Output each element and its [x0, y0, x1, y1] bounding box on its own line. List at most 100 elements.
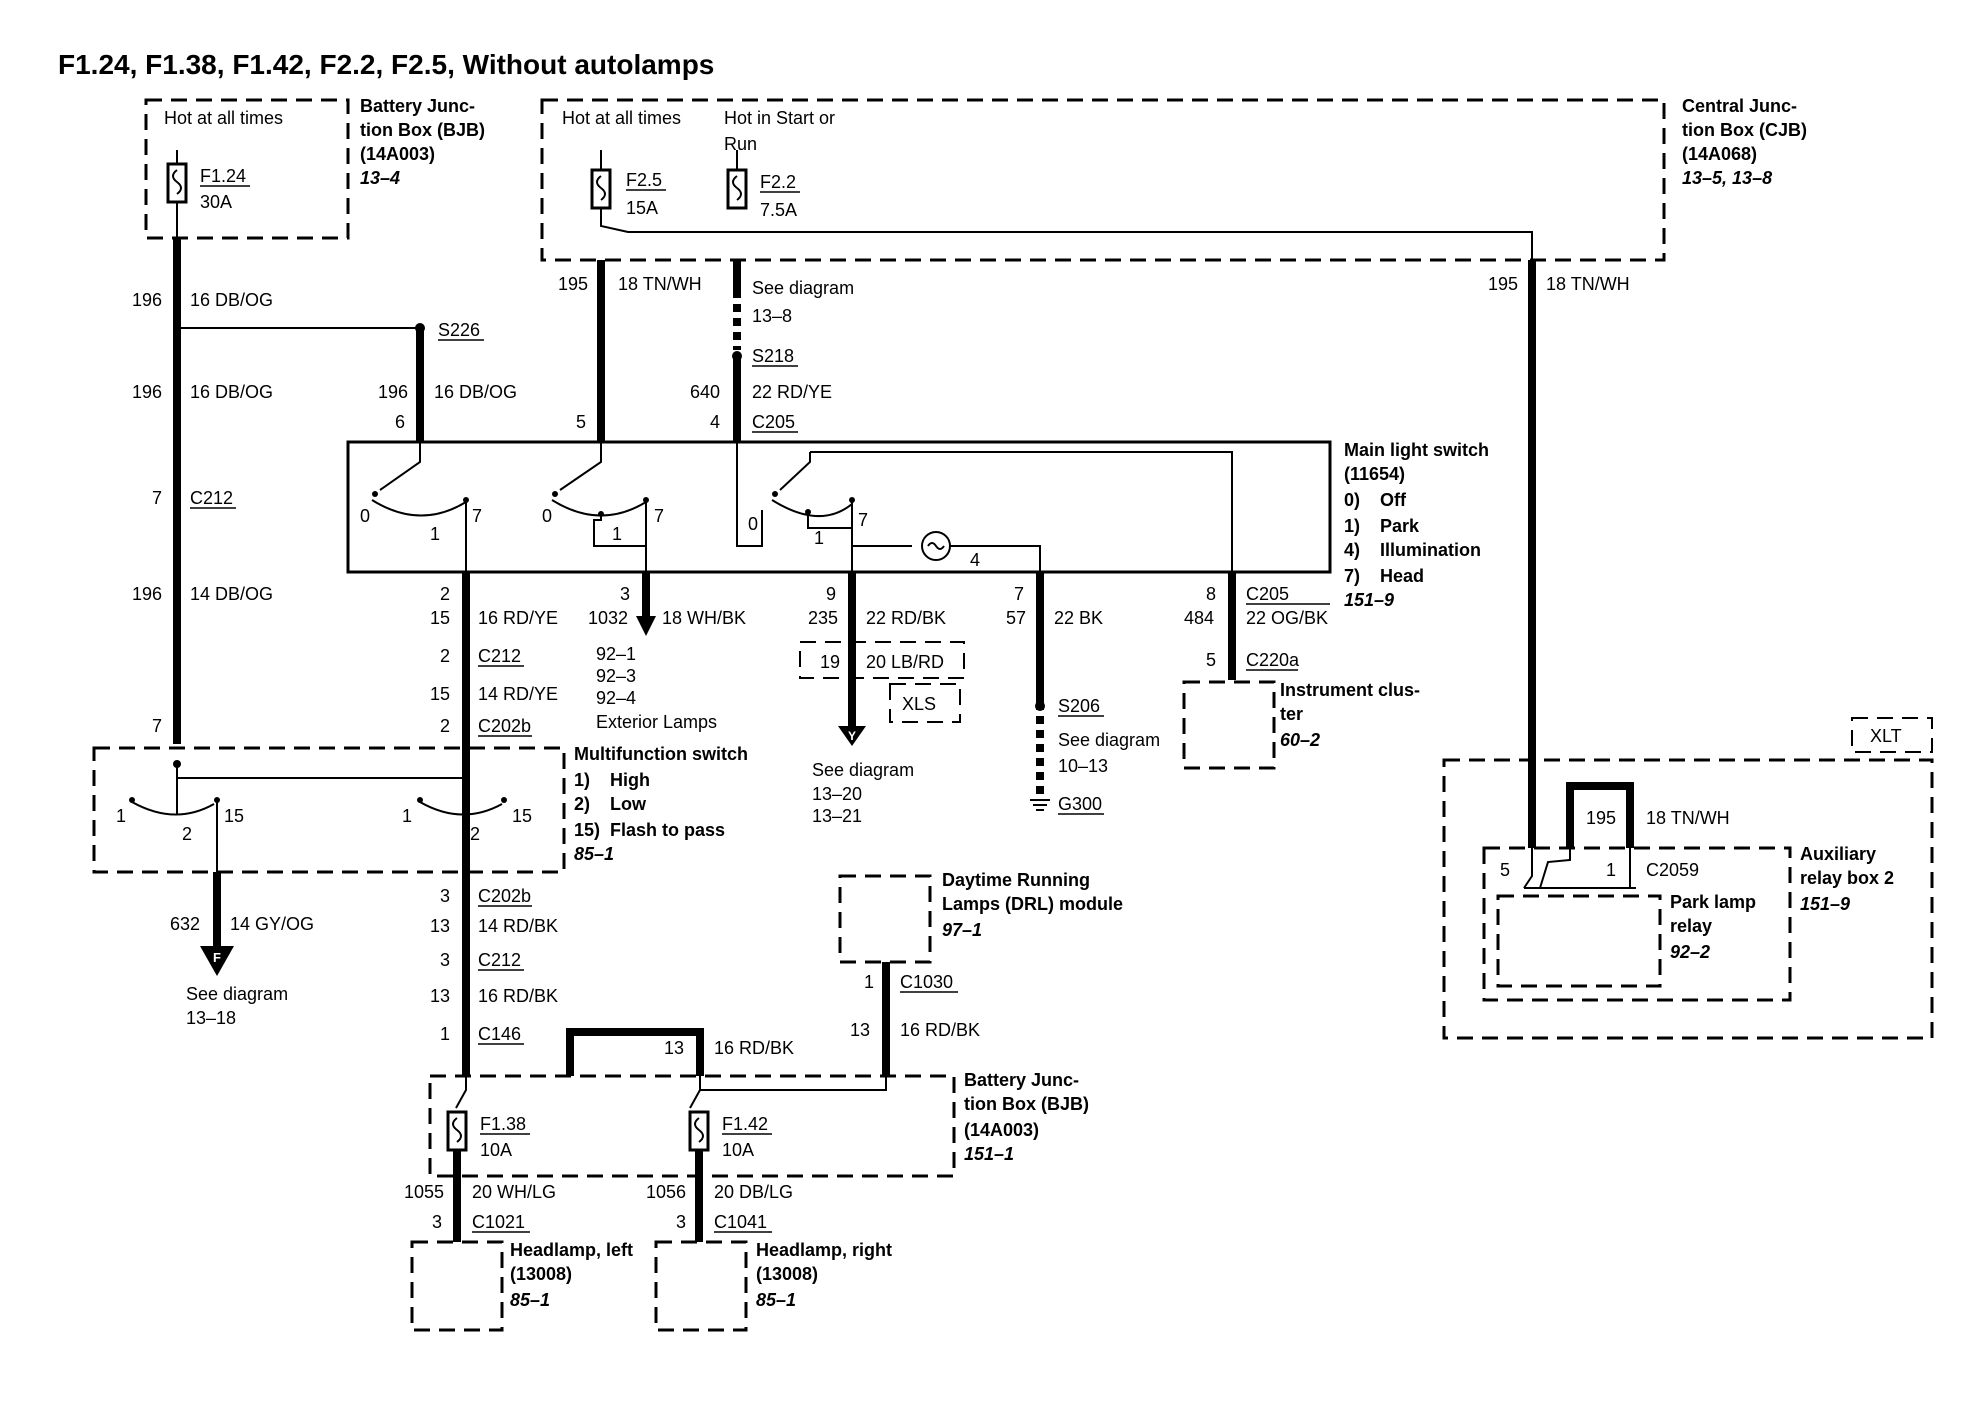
- main-light-switch-box: [346, 440, 1332, 574]
- fuse-f2-2-amp: 7.5A: [760, 200, 797, 220]
- connector-y-letter: Y: [848, 729, 856, 743]
- aux-label-2: relay box 2: [1800, 868, 1894, 888]
- fuse-f1-42-label: F1.42: [722, 1114, 768, 1134]
- wire-195-aux-loop: [1566, 782, 1634, 848]
- w13c-circ: 13: [664, 1038, 684, 1058]
- switch-pos-1-n: 1): [1344, 516, 1360, 536]
- switch-contacts: [371, 442, 1233, 572]
- w13b-circ: 13: [430, 986, 450, 1006]
- xls-box: [889, 683, 961, 723]
- w196a-wire: 16 DB/OG: [190, 290, 273, 310]
- c202b-top-name: C202b: [478, 716, 531, 736]
- mfs-pos-1-t: High: [610, 770, 650, 790]
- switch-label-1: Main light switch: [1344, 440, 1489, 460]
- hl-right-ref: 85–1: [756, 1290, 796, 1310]
- switch-pos-0-n: 0): [1344, 490, 1360, 510]
- hl-right-circ: 1056: [646, 1182, 686, 1202]
- w196b-wire: 16 DB/OG: [190, 382, 273, 402]
- hl-left-label-1: Headlamp, left: [510, 1240, 633, 1260]
- w196c-wire: 16 DB/OG: [434, 382, 517, 402]
- drl-conn-name: C1030: [900, 972, 953, 992]
- fuse-f1-38-amp: 10A: [480, 1140, 512, 1160]
- headlamp-left-box: [410, 1240, 504, 1332]
- o8-circ: 484: [1184, 608, 1214, 628]
- aux-relay-box-2: [1482, 846, 1792, 1002]
- cjb-hot2-1: Hot in Start or: [724, 108, 835, 128]
- switch-ref: 151–9: [1344, 590, 1394, 610]
- fuse-f1-42-icon: [688, 1110, 710, 1152]
- arrow-exterior-lamps-icon: [636, 616, 656, 636]
- hl-left-ref: 85–1: [510, 1290, 550, 1310]
- drl-conn-pin: 1: [864, 972, 874, 992]
- aux-pin5: 5: [1500, 860, 1510, 880]
- w196d-circ: 196: [132, 584, 162, 604]
- mfs-ref: 85–1: [574, 844, 614, 864]
- bjb-bot-label-3: (14A003): [964, 1120, 1039, 1140]
- mfs-pos-15-n: 15): [574, 820, 600, 840]
- mfs-mark-2a: 2: [182, 824, 192, 844]
- sw-mark-7a: 7: [472, 506, 482, 526]
- fuse-f1-24-label: F1.24: [200, 166, 246, 186]
- sw-mark-0b: 0: [542, 506, 552, 526]
- bjb-bot-label-1: Battery Junc-: [964, 1070, 1079, 1090]
- cjb-label-2: tion Box (CJB): [1682, 120, 1807, 140]
- o7-circ: 57: [1006, 608, 1026, 628]
- o3-ref3: 92–4: [596, 688, 636, 708]
- w640-circ: 640: [690, 382, 720, 402]
- drl-wire-name: 16 RD/BK: [900, 1020, 980, 1040]
- o2-wire: 16 RD/YE: [478, 608, 558, 628]
- w15-wire: 14 RD/YE: [478, 684, 558, 704]
- fuse-f2-2-icon: [726, 168, 748, 210]
- mfs-pos-2-n: 2): [574, 794, 590, 814]
- mfs-pos-15-t: Flash to pass: [610, 820, 725, 840]
- relay-label-2: relay: [1670, 916, 1712, 936]
- w632-circ: 632: [170, 914, 200, 934]
- cjb-hot1: Hot at all times: [562, 108, 681, 128]
- xlt-box: [1851, 717, 1933, 753]
- sw-mark-1a: 1: [430, 524, 440, 544]
- bjb-bot-ref: 151–1: [964, 1144, 1014, 1164]
- mfs-pin7: 7: [152, 716, 162, 736]
- c205-pin5: 5: [576, 412, 586, 432]
- c146-name: C146: [478, 1024, 521, 1044]
- w13a-wire: 14 RD/BK: [478, 916, 558, 936]
- hl-left-pin: 3: [432, 1212, 442, 1232]
- aux-ref: 151–9: [1800, 894, 1850, 914]
- w196c-circ: 196: [378, 382, 408, 402]
- bjb-bot-label-2: tion Box (BJB): [964, 1094, 1089, 1114]
- o8-conn: C205: [1246, 584, 1289, 604]
- hl-right-label-2: (13008): [756, 1264, 818, 1284]
- g300-label: G300: [1058, 794, 1102, 814]
- wire-13-jumper: [566, 1028, 704, 1076]
- bjb-top-hot: Hot at all times: [164, 108, 283, 128]
- mfs-contacts: [129, 760, 507, 872]
- see-13-8-1: See diagram: [752, 278, 854, 298]
- bjb-top-label-3: (14A003): [360, 144, 435, 164]
- cluster-ref: 60–2: [1280, 730, 1320, 750]
- connector-f-icon: [200, 946, 234, 976]
- park-lamp-relay-box: [1496, 894, 1662, 988]
- connector-f-letter: F: [213, 950, 221, 965]
- alt-wire-box: [799, 641, 965, 679]
- w196a-circ: 196: [132, 290, 162, 310]
- drl-label-2: Lamps (DRL) module: [942, 894, 1123, 914]
- drl-module-box: [838, 874, 932, 964]
- instrument-cluster-box: [1182, 680, 1276, 770]
- lower-see-2: 13–18: [186, 1008, 236, 1028]
- s226-label: S226: [438, 320, 480, 340]
- c212b-name: C212: [478, 646, 521, 666]
- c212c-pin: 3: [440, 950, 450, 970]
- cjb-label-1: Central Junc-: [1682, 96, 1797, 116]
- o7-see-2: 10–13: [1058, 756, 1108, 776]
- fuse-f1-38-label: F1.38: [480, 1114, 526, 1134]
- o9-alt-circ: 19: [820, 652, 840, 672]
- switch-pos-0-t: Off: [1380, 490, 1407, 510]
- o3-ref4: Exterior Lamps: [596, 712, 717, 732]
- switch-pos-4-t: Illumination: [1380, 540, 1481, 560]
- o9-see-1: See diagram: [812, 760, 914, 780]
- hl-right-conn: C1041: [714, 1212, 767, 1232]
- sw-mark-1c: 1: [814, 528, 824, 548]
- hl-left-conn: C1021: [472, 1212, 525, 1232]
- o9-circ: 235: [808, 608, 838, 628]
- xls-label: XLS: [902, 694, 936, 714]
